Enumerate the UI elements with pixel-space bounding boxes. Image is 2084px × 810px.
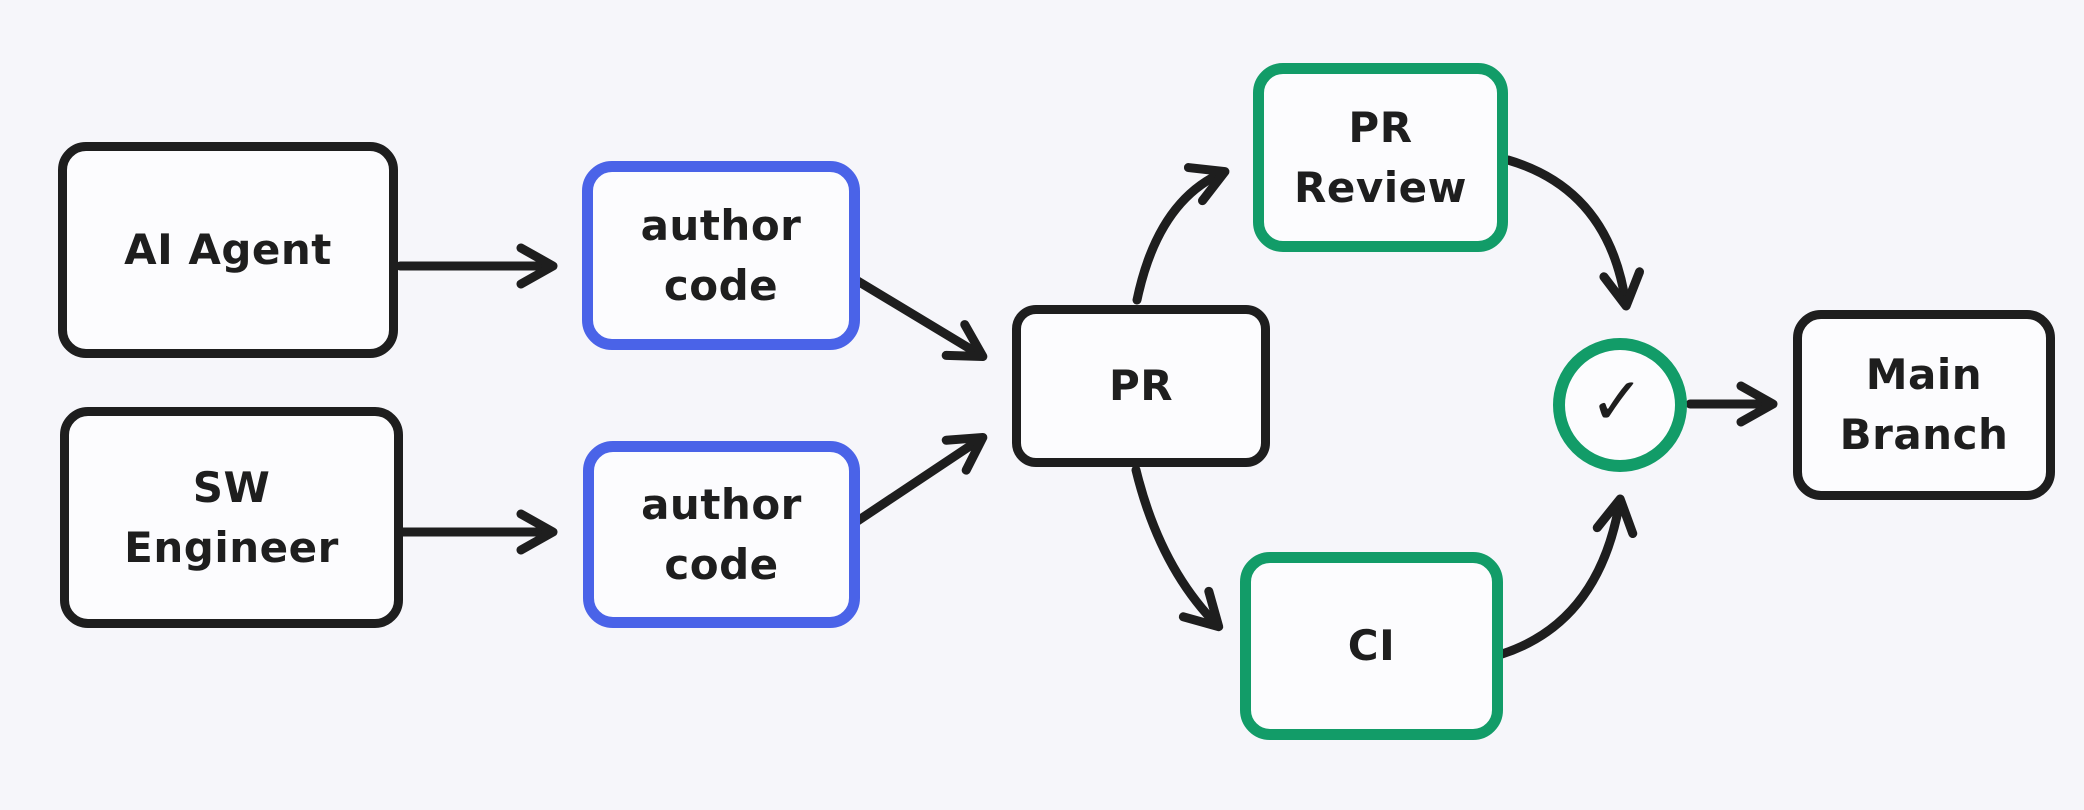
node-pr-label: PR: [1108, 361, 1174, 411]
node-author-code-bottom: author code: [583, 441, 860, 628]
node-pr: PR: [1012, 305, 1270, 467]
arrow-author-code-bottom-to-pr: [851, 432, 988, 527]
node-main-branch-label: Main Branch: [1839, 350, 2009, 459]
node-author-code-bottom-label: author code: [641, 479, 802, 589]
node-sw-engineer-label: SW Engineer: [124, 462, 339, 572]
node-author-code-top-label: author code: [640, 200, 802, 310]
arrow-pr-to-pr-review: [1132, 163, 1230, 305]
node-check-circle: ✓: [1553, 338, 1687, 472]
arrow-author-code-top-to-pr: [851, 275, 988, 362]
node-ci: CI: [1240, 552, 1503, 740]
node-sw-engineer: SW Engineer: [60, 407, 403, 628]
arrow-ci-to-check: [1497, 494, 1638, 659]
arrow-pr-review-to-check: [1503, 155, 1645, 311]
arrow-pr-to-ci: [1131, 465, 1224, 632]
node-ai-agent: AI Agent: [58, 142, 398, 358]
node-pr-review: PR Review: [1253, 63, 1508, 252]
node-ci-label: CI: [1347, 621, 1396, 671]
node-main-branch: Main Branch: [1793, 310, 2055, 500]
check-icon: ✓: [1589, 362, 1645, 440]
node-author-code-top: author code: [582, 161, 860, 350]
node-ai-agent-label: AI Agent: [124, 225, 332, 275]
node-pr-review-label: PR Review: [1294, 102, 1467, 212]
